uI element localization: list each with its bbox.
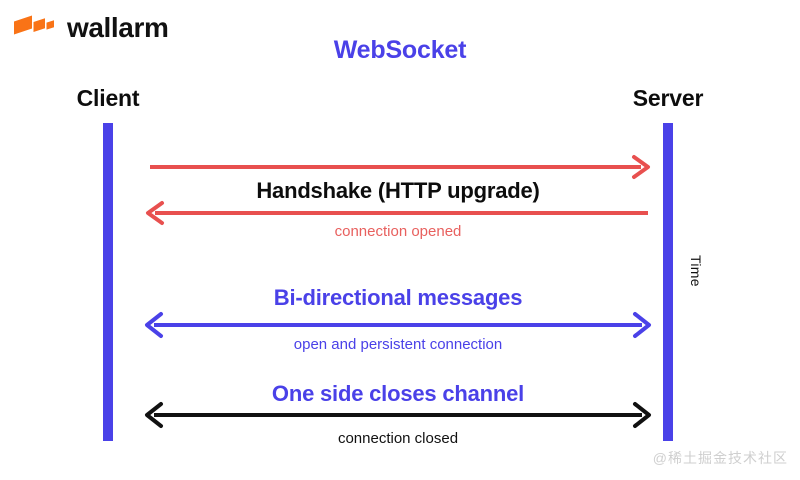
wallarm-bolt-icon [14, 15, 54, 35]
server-lifeline [663, 123, 673, 441]
close-channel-sublabel: connection closed [337, 430, 459, 447]
arrow-close-channel [145, 402, 651, 428]
server-label: Server [632, 85, 704, 111]
wallarm-wordmark: wallarm [67, 12, 169, 43]
client-label: Client [76, 85, 140, 111]
arrow-handshake-response [146, 201, 648, 225]
time-axis-label: Time [688, 255, 704, 287]
watermark: @稀土掘金技术社区 [652, 450, 788, 466]
wallarm-logo: wallarm [14, 11, 169, 45]
handshake-sublabel: connection opened [334, 223, 462, 240]
bidirectional-sublabel: open and persistent connection [293, 336, 503, 353]
bidirectional-label: Bi-directional messages [273, 285, 523, 310]
arrow-handshake-request [150, 155, 650, 179]
handshake-label: Handshake (HTTP upgrade) [256, 178, 540, 203]
page-title: WebSocket [333, 36, 467, 64]
client-lifeline [103, 123, 113, 441]
arrow-bidirectional-messages [145, 312, 651, 338]
close-channel-label: One side closes channel [271, 381, 525, 406]
